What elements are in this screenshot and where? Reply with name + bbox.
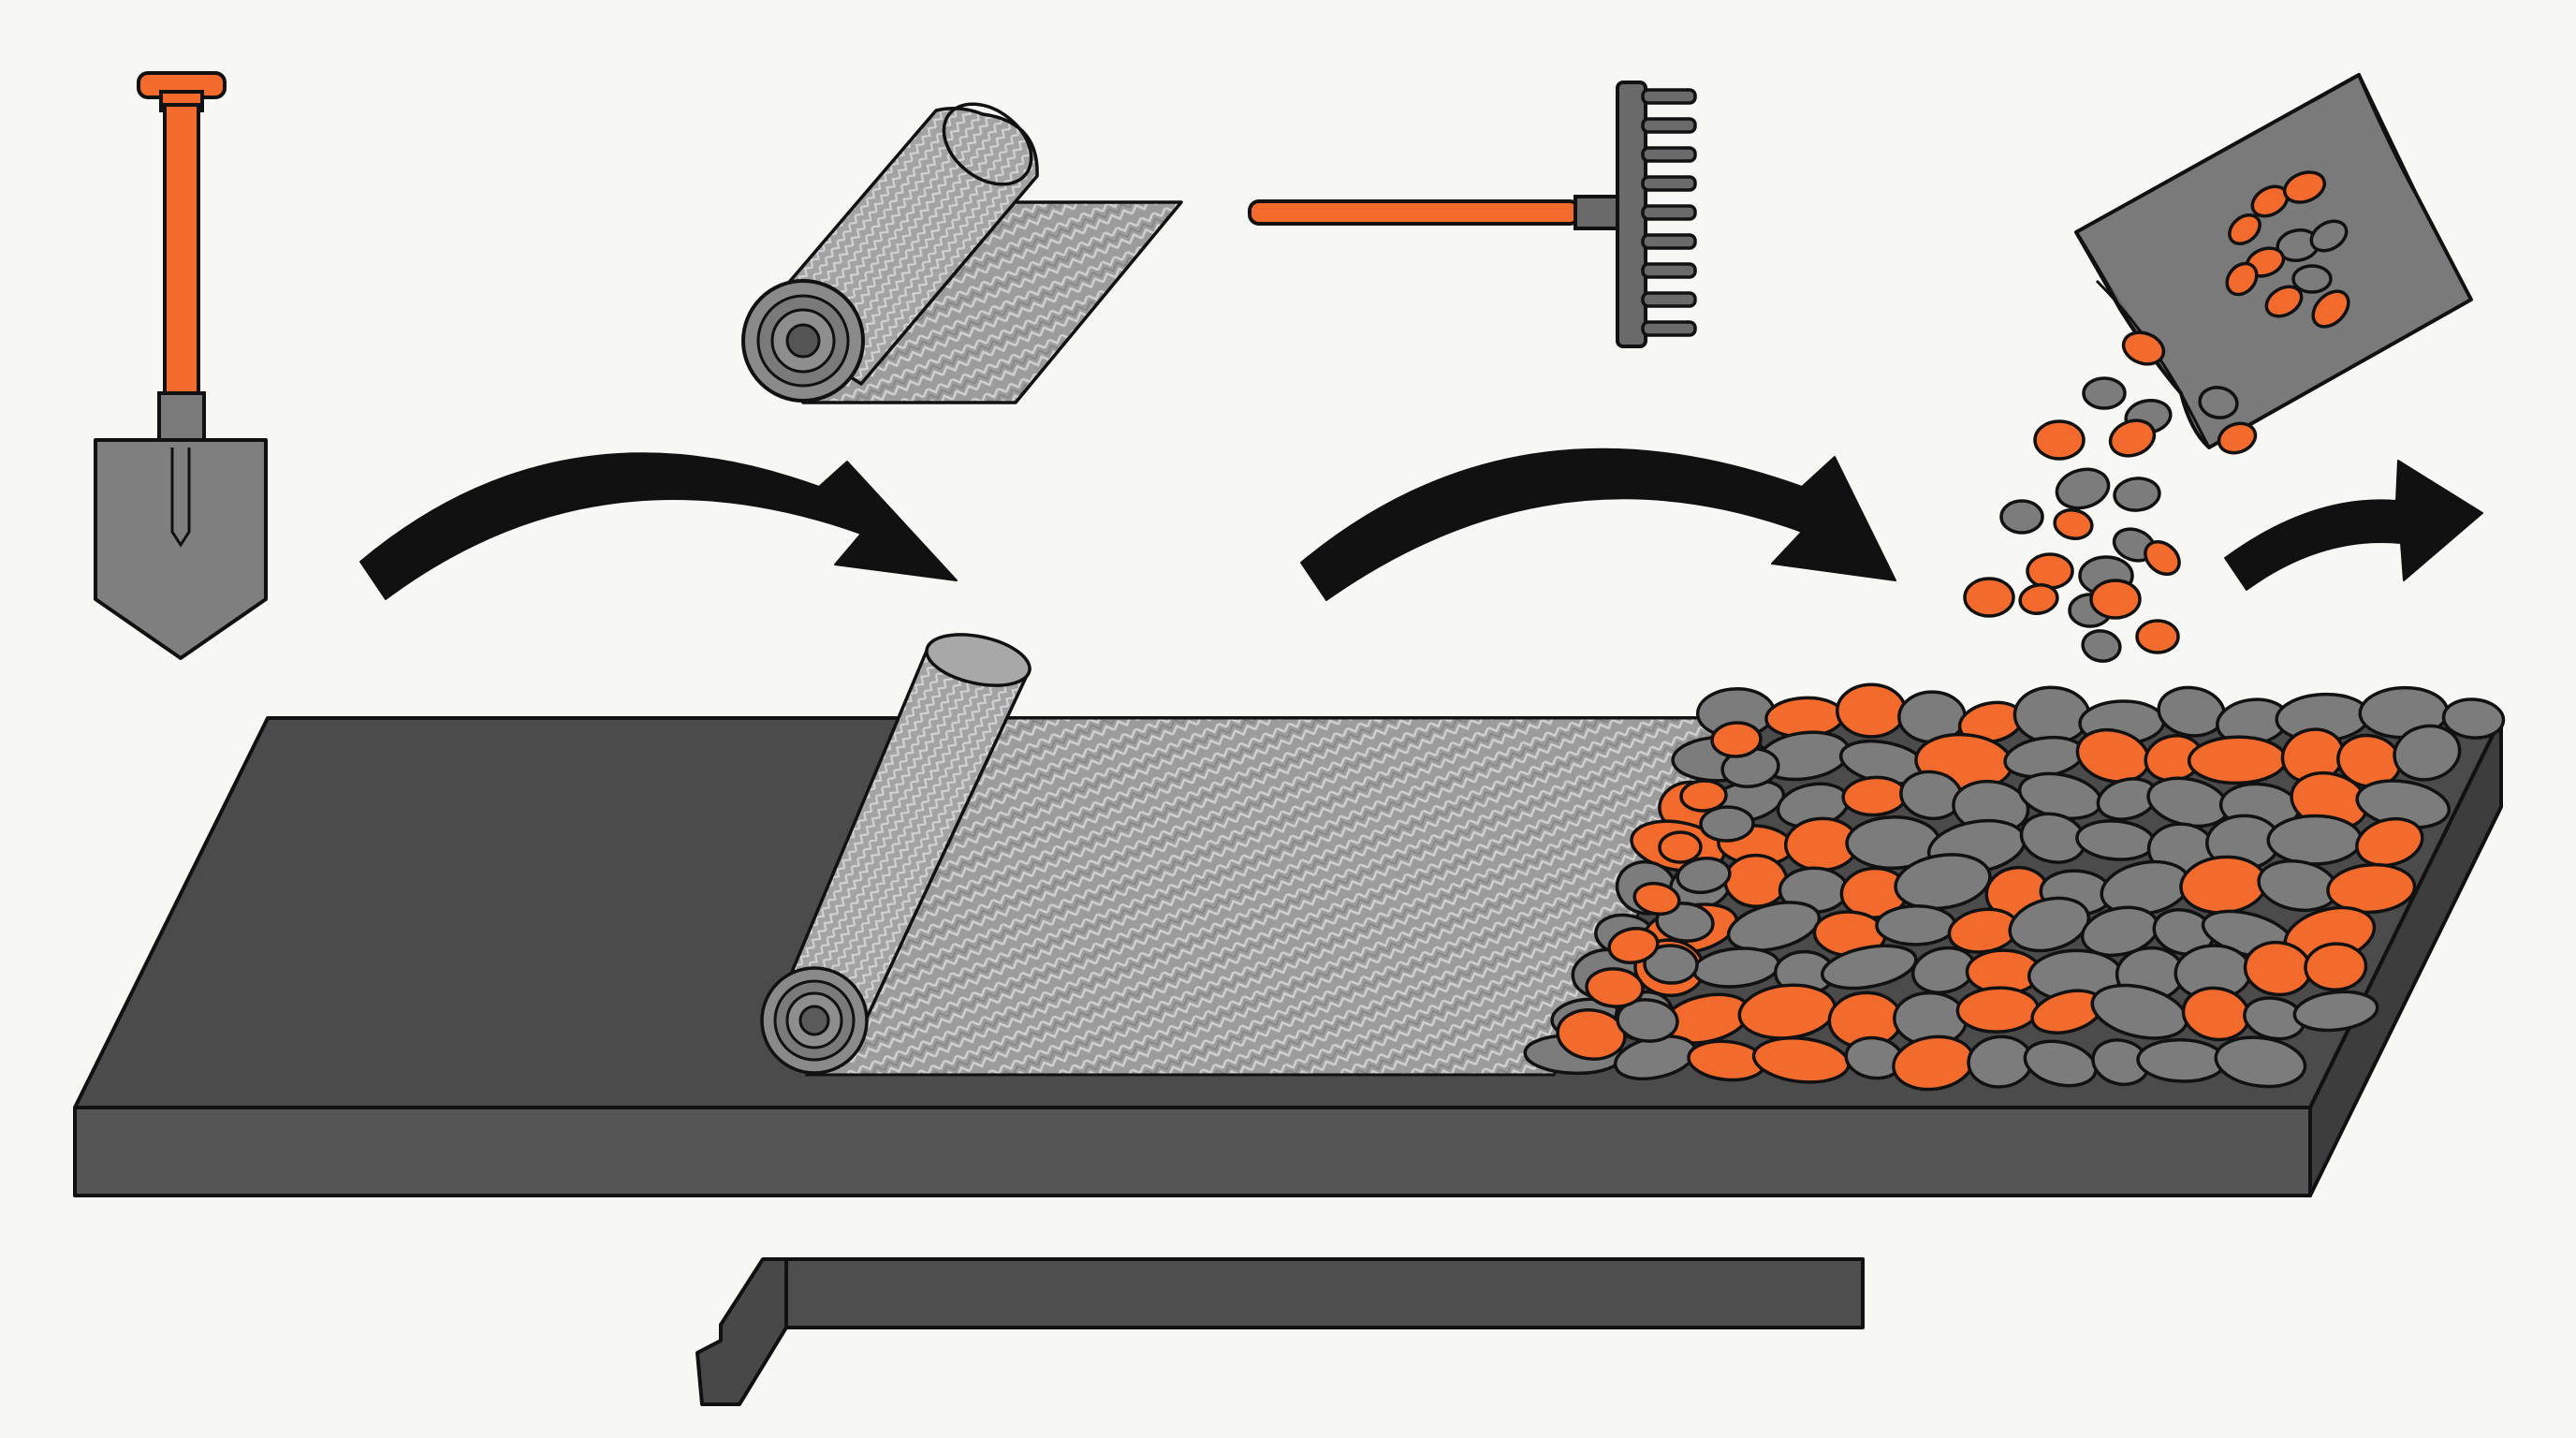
gravel-stone bbox=[1710, 721, 1763, 758]
falling-pebble bbox=[2033, 419, 2086, 461]
bag-gravel-label bbox=[2225, 170, 2350, 329]
falling-pebble bbox=[2018, 583, 2059, 615]
rake-tine bbox=[1641, 175, 1697, 192]
gravel-stone bbox=[2187, 735, 2288, 785]
bag-pebble bbox=[2291, 264, 2333, 294]
shovel-icon bbox=[94, 71, 268, 660]
falling-gravel bbox=[1963, 330, 2258, 663]
gravel-stone bbox=[1643, 944, 1699, 985]
bag-pebble bbox=[2264, 285, 2304, 318]
falling-pebble bbox=[1963, 577, 2015, 618]
rake-tine bbox=[1641, 320, 1697, 337]
gravel-stone bbox=[1875, 904, 1957, 946]
arrow-fabric-to-gravel bbox=[1300, 448, 1896, 601]
falling-pebble bbox=[2198, 386, 2239, 419]
rake-tine bbox=[1641, 117, 1697, 134]
gravel-stone bbox=[1679, 779, 1728, 813]
gravel-stone bbox=[1607, 927, 1660, 964]
trench-front-face bbox=[73, 1106, 2312, 1197]
gravel-stone bbox=[2326, 862, 2417, 915]
falling-pebble bbox=[2082, 376, 2127, 410]
gravel-stone bbox=[1556, 1008, 1627, 1061]
gravel-stone bbox=[1836, 682, 1908, 739]
falling-pebble bbox=[1999, 499, 2044, 535]
gravel-stone bbox=[2441, 697, 2506, 740]
falling-pebble bbox=[2026, 552, 2074, 590]
roll-end-spiral bbox=[760, 966, 869, 1075]
bag-pebble bbox=[2309, 219, 2349, 253]
arrow-gravel-to-finish bbox=[2224, 460, 2483, 591]
fabric-roll-icon bbox=[741, 102, 1183, 404]
edging-strip-icon bbox=[695, 1257, 1865, 1406]
bag-pebble bbox=[2225, 261, 2259, 297]
gravel-stone bbox=[1723, 853, 1789, 908]
gravel-bag-icon bbox=[2074, 73, 2473, 449]
gravel-stone bbox=[1894, 853, 1992, 911]
gravel-stone bbox=[2393, 724, 2462, 782]
falling-pebble bbox=[2108, 418, 2157, 458]
falling-pebble bbox=[2089, 579, 2142, 620]
falling-pebble bbox=[2081, 629, 2122, 663]
gravel-stone bbox=[2355, 816, 2424, 868]
gravel-layer bbox=[1523, 682, 2506, 1092]
falling-pebble bbox=[2121, 330, 2166, 366]
gravel-stone bbox=[2136, 1037, 2228, 1083]
bag-pebble bbox=[2282, 170, 2327, 204]
falling-pebble bbox=[2113, 477, 2161, 512]
rake-icon bbox=[1248, 81, 1697, 348]
gravel-stone bbox=[2008, 896, 2090, 953]
falling-pebble bbox=[2144, 540, 2181, 576]
roll-icon-end-spiral bbox=[741, 279, 865, 403]
gravel-stone bbox=[1632, 881, 1681, 917]
rake-tine bbox=[1641, 291, 1697, 308]
rake-tine bbox=[1641, 146, 1697, 163]
gravel-stone bbox=[2012, 685, 2091, 745]
gravel-stone bbox=[1726, 901, 1822, 952]
gravel-stone bbox=[1616, 998, 1679, 1043]
gravel-stone bbox=[1676, 857, 1732, 894]
gravel-stone bbox=[2292, 990, 2379, 1033]
gravel-stone bbox=[2304, 942, 2368, 991]
gravel-stone bbox=[1699, 805, 1755, 843]
rake-tine bbox=[1641, 88, 1697, 105]
arrow-excavate-to-fabric bbox=[359, 452, 958, 600]
gravel-stone bbox=[2266, 814, 2364, 866]
bag-pebble bbox=[2228, 213, 2261, 246]
rake-tines bbox=[1641, 88, 1697, 337]
gravel-stone bbox=[2214, 1035, 2307, 1089]
gravel-stone bbox=[1585, 967, 1645, 1008]
gravel-stone bbox=[1955, 986, 2041, 1034]
trench-side-face bbox=[2308, 716, 2503, 1197]
falling-pebble bbox=[2053, 508, 2094, 540]
falling-pebble bbox=[2055, 467, 2111, 510]
fabric-roll-on-trench bbox=[760, 633, 1032, 1075]
gravel-stone bbox=[1821, 944, 1918, 990]
falling-pebble bbox=[2217, 421, 2258, 455]
rake-tine bbox=[1641, 204, 1697, 221]
falling-pebble bbox=[2135, 619, 2180, 654]
rake-tine bbox=[1641, 233, 1697, 250]
bag-pebble bbox=[2311, 289, 2350, 329]
gravel-stone bbox=[1658, 830, 1703, 864]
rake-tine bbox=[1641, 262, 1697, 279]
